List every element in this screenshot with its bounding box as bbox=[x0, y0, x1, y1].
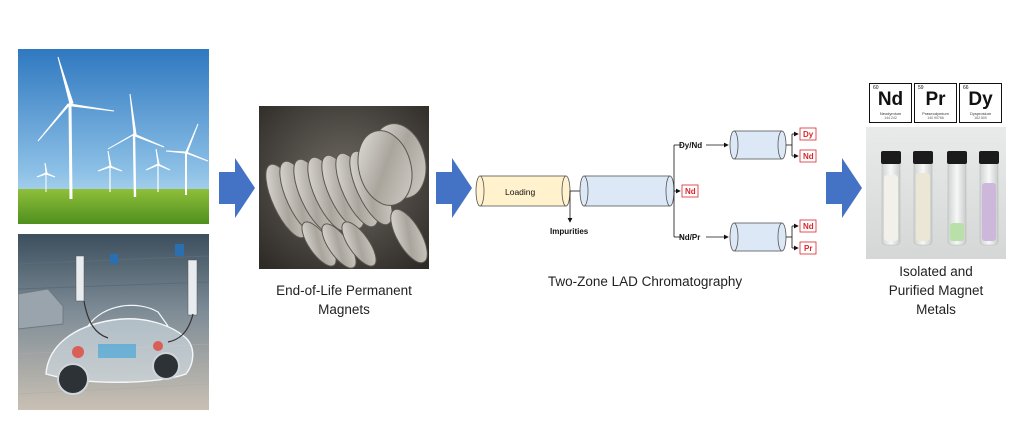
element-symbol: Dy bbox=[968, 89, 993, 110]
arrow-right-1 bbox=[219, 158, 255, 218]
element-number: 66 bbox=[963, 85, 969, 91]
element-mass: 140.90766 bbox=[927, 116, 944, 120]
element-mass: 144.242 bbox=[884, 116, 897, 120]
element-number: 59 bbox=[918, 85, 924, 91]
output-pr: Pr bbox=[804, 244, 812, 253]
separation-column bbox=[579, 175, 675, 207]
metals-caption: Isolated and Purified Magnet Metals bbox=[888, 264, 984, 317]
output-dy: Dy bbox=[803, 130, 814, 139]
element-tile-dy: 66 Dy Dysprosium 162.500 bbox=[959, 83, 1002, 123]
magnets-photo bbox=[259, 106, 429, 269]
magnets-caption: End-of-Life Permanent Magnets bbox=[276, 283, 412, 317]
element-name: Neodymium bbox=[879, 111, 902, 116]
nd-pr-label: Nd/Pr bbox=[679, 233, 700, 242]
chromatography-caption: Two-Zone LAD Chromatography bbox=[547, 274, 743, 289]
loading-column bbox=[475, 175, 571, 207]
element-symbol: Nd bbox=[877, 89, 904, 110]
element-tile-pr: 59 Pr Praseodymium 140.90766 bbox=[914, 83, 957, 123]
dy-nd-label: Dy/Nd bbox=[679, 141, 702, 150]
arrow-right-2 bbox=[436, 158, 472, 218]
wind-turbine-photo bbox=[18, 49, 209, 224]
column-top bbox=[729, 130, 787, 160]
chromatography-diagram: Loading Impurities Nd Dy/Nd Nd/Pr Dy Nd bbox=[475, 127, 817, 255]
element-name: Praseodymium bbox=[922, 111, 949, 116]
arrow-right-3 bbox=[826, 158, 862, 218]
output-nd-bottom: Nd bbox=[803, 222, 814, 231]
column-bottom bbox=[729, 222, 787, 252]
element-tile-nd: 60 Nd Neodymium 144.242 bbox=[869, 83, 912, 123]
output-nd-top: Nd bbox=[803, 152, 814, 161]
impurities-label: Impurities bbox=[550, 227, 589, 236]
output-nd-center: Nd bbox=[685, 187, 696, 196]
loading-label: Loading bbox=[505, 187, 536, 197]
electric-vehicle-photo bbox=[18, 234, 209, 410]
element-symbol: Pr bbox=[925, 89, 946, 110]
vials-photo bbox=[866, 127, 1006, 259]
element-mass: 162.500 bbox=[974, 116, 987, 120]
element-name: Dysprosium bbox=[969, 111, 992, 116]
element-number: 60 bbox=[873, 85, 879, 91]
